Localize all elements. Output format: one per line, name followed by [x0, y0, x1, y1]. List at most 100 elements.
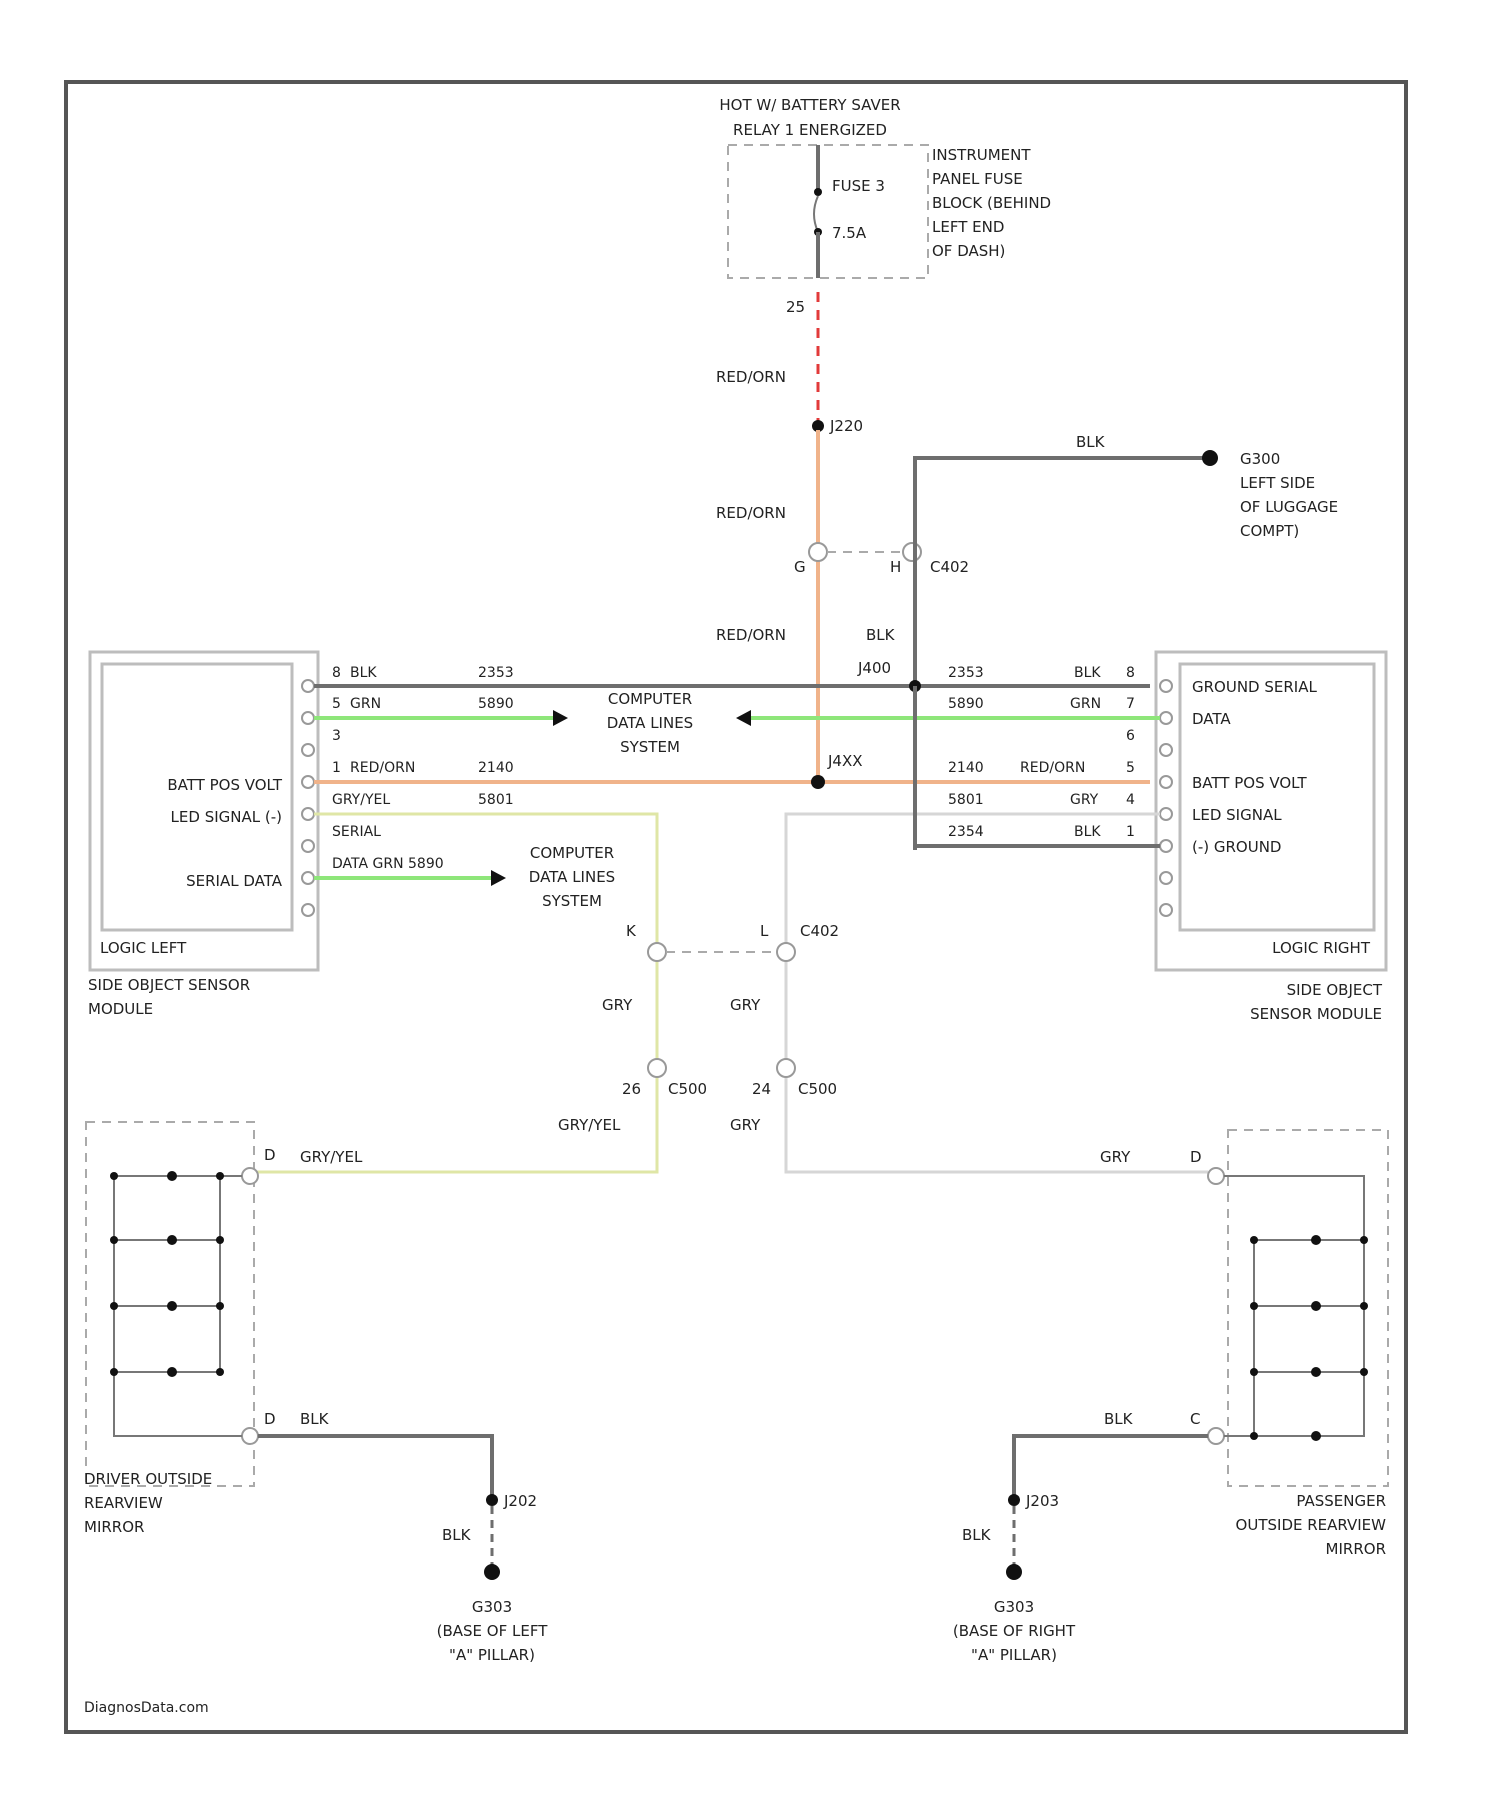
- right-row-1-circuit: 2353: [948, 665, 984, 681]
- right-mirror-conn-bottom: [1208, 1428, 1224, 1444]
- c402-top-pin-h-label: H: [890, 558, 901, 576]
- left-row-1-pin: 8: [332, 665, 341, 681]
- c402-mid-label: C402: [800, 922, 839, 940]
- right-mirror-led-array: [1224, 1176, 1368, 1441]
- left-row-5-color: GRY/YEL: [332, 792, 390, 808]
- left-mirror-name-3: MIRROR: [84, 1518, 144, 1536]
- data-lines-left-1: COMPUTER: [530, 844, 614, 862]
- wire-label-red-orn-2: RED/ORN: [716, 504, 786, 522]
- left-label-batt: BATT POS VOLT: [167, 776, 282, 794]
- wire-label-blk-top: BLK: [1076, 433, 1106, 451]
- ground-g300-desc-1: LEFT SIDE: [1240, 474, 1315, 492]
- wire-gry-right: [786, 814, 1208, 1172]
- right-row-6-color: BLK: [1074, 824, 1101, 840]
- left-row-2-pin: 5: [332, 696, 341, 712]
- left-row-3-pin: 3: [332, 728, 341, 744]
- right-row-6-circuit: 2354: [948, 824, 984, 840]
- c402-top-pin-g: [809, 543, 827, 561]
- c402-top-pin-g-label: G: [794, 558, 806, 576]
- left-row-4-pin: 1: [332, 760, 341, 776]
- right-led-2: [1250, 1301, 1368, 1311]
- right-led-1-node-r: [1360, 1236, 1368, 1244]
- wire-label-gry-2: GRY: [730, 996, 761, 1014]
- right-mirror-conn-top: [1208, 1168, 1224, 1184]
- data-lines-center-2: DATA LINES: [607, 714, 693, 732]
- right-led-3: [1250, 1367, 1368, 1377]
- left-module-name-2: MODULE: [88, 1000, 153, 1018]
- wire-label-gry-3: GRY: [730, 1116, 761, 1134]
- c402-mid-pin-k: [648, 943, 666, 961]
- left-module-name-1: SIDE OBJECT SENSOR: [88, 976, 250, 994]
- wire-blk-right-mirror-ground: [1014, 1436, 1208, 1500]
- c500-right-pin-label: 24: [752, 1080, 771, 1098]
- c402-top-pin-h: [903, 543, 921, 561]
- c500-right-pin: [777, 1059, 795, 1077]
- wire-label-gry-yel-2: GRY/YEL: [300, 1148, 363, 1166]
- splice-j220: J220: [829, 417, 863, 435]
- c500-left-label: C500: [668, 1080, 707, 1098]
- left-mirror-pin-top: D: [264, 1146, 276, 1164]
- data-lines-left-2: DATA LINES: [529, 868, 615, 886]
- right-led-4-node: [1250, 1432, 1258, 1440]
- ground-g300-desc-3: COMPT): [1240, 522, 1299, 540]
- ground-left-id: G303: [472, 1598, 512, 1616]
- left-serial-label: SERIAL: [332, 824, 381, 840]
- power-title-line2: RELAY 1 ENERGIZED: [733, 121, 887, 139]
- splice-j202-dot: [486, 1494, 498, 1506]
- right-row-6-pin: 1: [1126, 824, 1135, 840]
- c402-top-label: C402: [930, 558, 969, 576]
- left-pin: [302, 680, 314, 692]
- right-row-1-color: BLK: [1074, 665, 1101, 681]
- fuse-location-1: INSTRUMENT: [932, 146, 1031, 164]
- c500-left-pin-label: 26: [622, 1080, 641, 1098]
- left-module-pins: [302, 680, 314, 916]
- ground-left-desc-2: "A" PILLAR): [449, 1646, 535, 1664]
- right-pin: [1160, 840, 1172, 852]
- diagram-frame: [66, 82, 1406, 1732]
- right-mirror-name-3: MIRROR: [1326, 1540, 1386, 1558]
- left-led-3-diode: [167, 1301, 177, 1311]
- c500-right-label: C500: [798, 1080, 837, 1098]
- ground-g300-id: G300: [1240, 450, 1280, 468]
- fuse-location-2: PANEL FUSE: [932, 170, 1023, 188]
- left-led-4-node: [110, 1368, 118, 1376]
- splice-j4xx-dot: [811, 775, 825, 789]
- right-module-name-1: SIDE OBJECT: [1287, 981, 1383, 999]
- left-mirror-name-2: REARVIEW: [84, 1494, 163, 1512]
- fuse-terminal-top: [814, 188, 822, 196]
- splice-j4xx: J4XX: [827, 752, 863, 770]
- ground-right-desc-2: "A" PILLAR): [971, 1646, 1057, 1664]
- left-row-4-color: RED/ORN: [350, 760, 415, 776]
- left-led-2: [110, 1235, 224, 1245]
- right-label-data: DATA: [1192, 710, 1231, 728]
- fuse-rating: 7.5A: [832, 224, 867, 242]
- c402-mid-pin-l: [777, 943, 795, 961]
- left-led-2-diode: [167, 1235, 177, 1245]
- right-row-5-color: GRY: [1070, 792, 1099, 808]
- right-mirror-pin-top: D: [1190, 1148, 1202, 1166]
- ground-right-desc-1: (BASE OF RIGHT: [953, 1622, 1076, 1640]
- right-label-ground: (-) GROUND: [1192, 838, 1282, 856]
- left-led-1: [110, 1171, 224, 1181]
- left-mirror-conn-top: [242, 1168, 258, 1184]
- right-module-inner: [1180, 664, 1374, 930]
- right-module-name-2: SENSOR MODULE: [1250, 1005, 1382, 1023]
- wire-label-gry-right-mirror: GRY: [1100, 1148, 1131, 1166]
- fuse-location: INSTRUMENT PANEL FUSE BLOCK (BEHIND LEFT…: [932, 146, 1051, 260]
- wire-label-red-orn-3: RED/ORN: [716, 626, 786, 644]
- fuse-element: [814, 196, 818, 232]
- right-label-ground-serial: GROUND SERIAL: [1192, 678, 1317, 696]
- left-led-3-node: [110, 1302, 118, 1310]
- left-row-4-circuit: 2140: [478, 760, 514, 776]
- left-pin: [302, 840, 314, 852]
- right-pin: [1160, 808, 1172, 820]
- left-led-4-diode: [167, 1367, 177, 1377]
- right-mirror-name-2: OUTSIDE REARVIEW: [1236, 1516, 1387, 1534]
- right-row-3-pin: 6: [1126, 728, 1135, 744]
- ground-g300-desc-2: OF LUGGAGE: [1240, 498, 1338, 516]
- left-label-serial: SERIAL DATA: [186, 872, 283, 890]
- right-led-3-diode: [1311, 1367, 1321, 1377]
- left-led-2-node: [110, 1236, 118, 1244]
- fuse-name: FUSE 3: [832, 177, 885, 195]
